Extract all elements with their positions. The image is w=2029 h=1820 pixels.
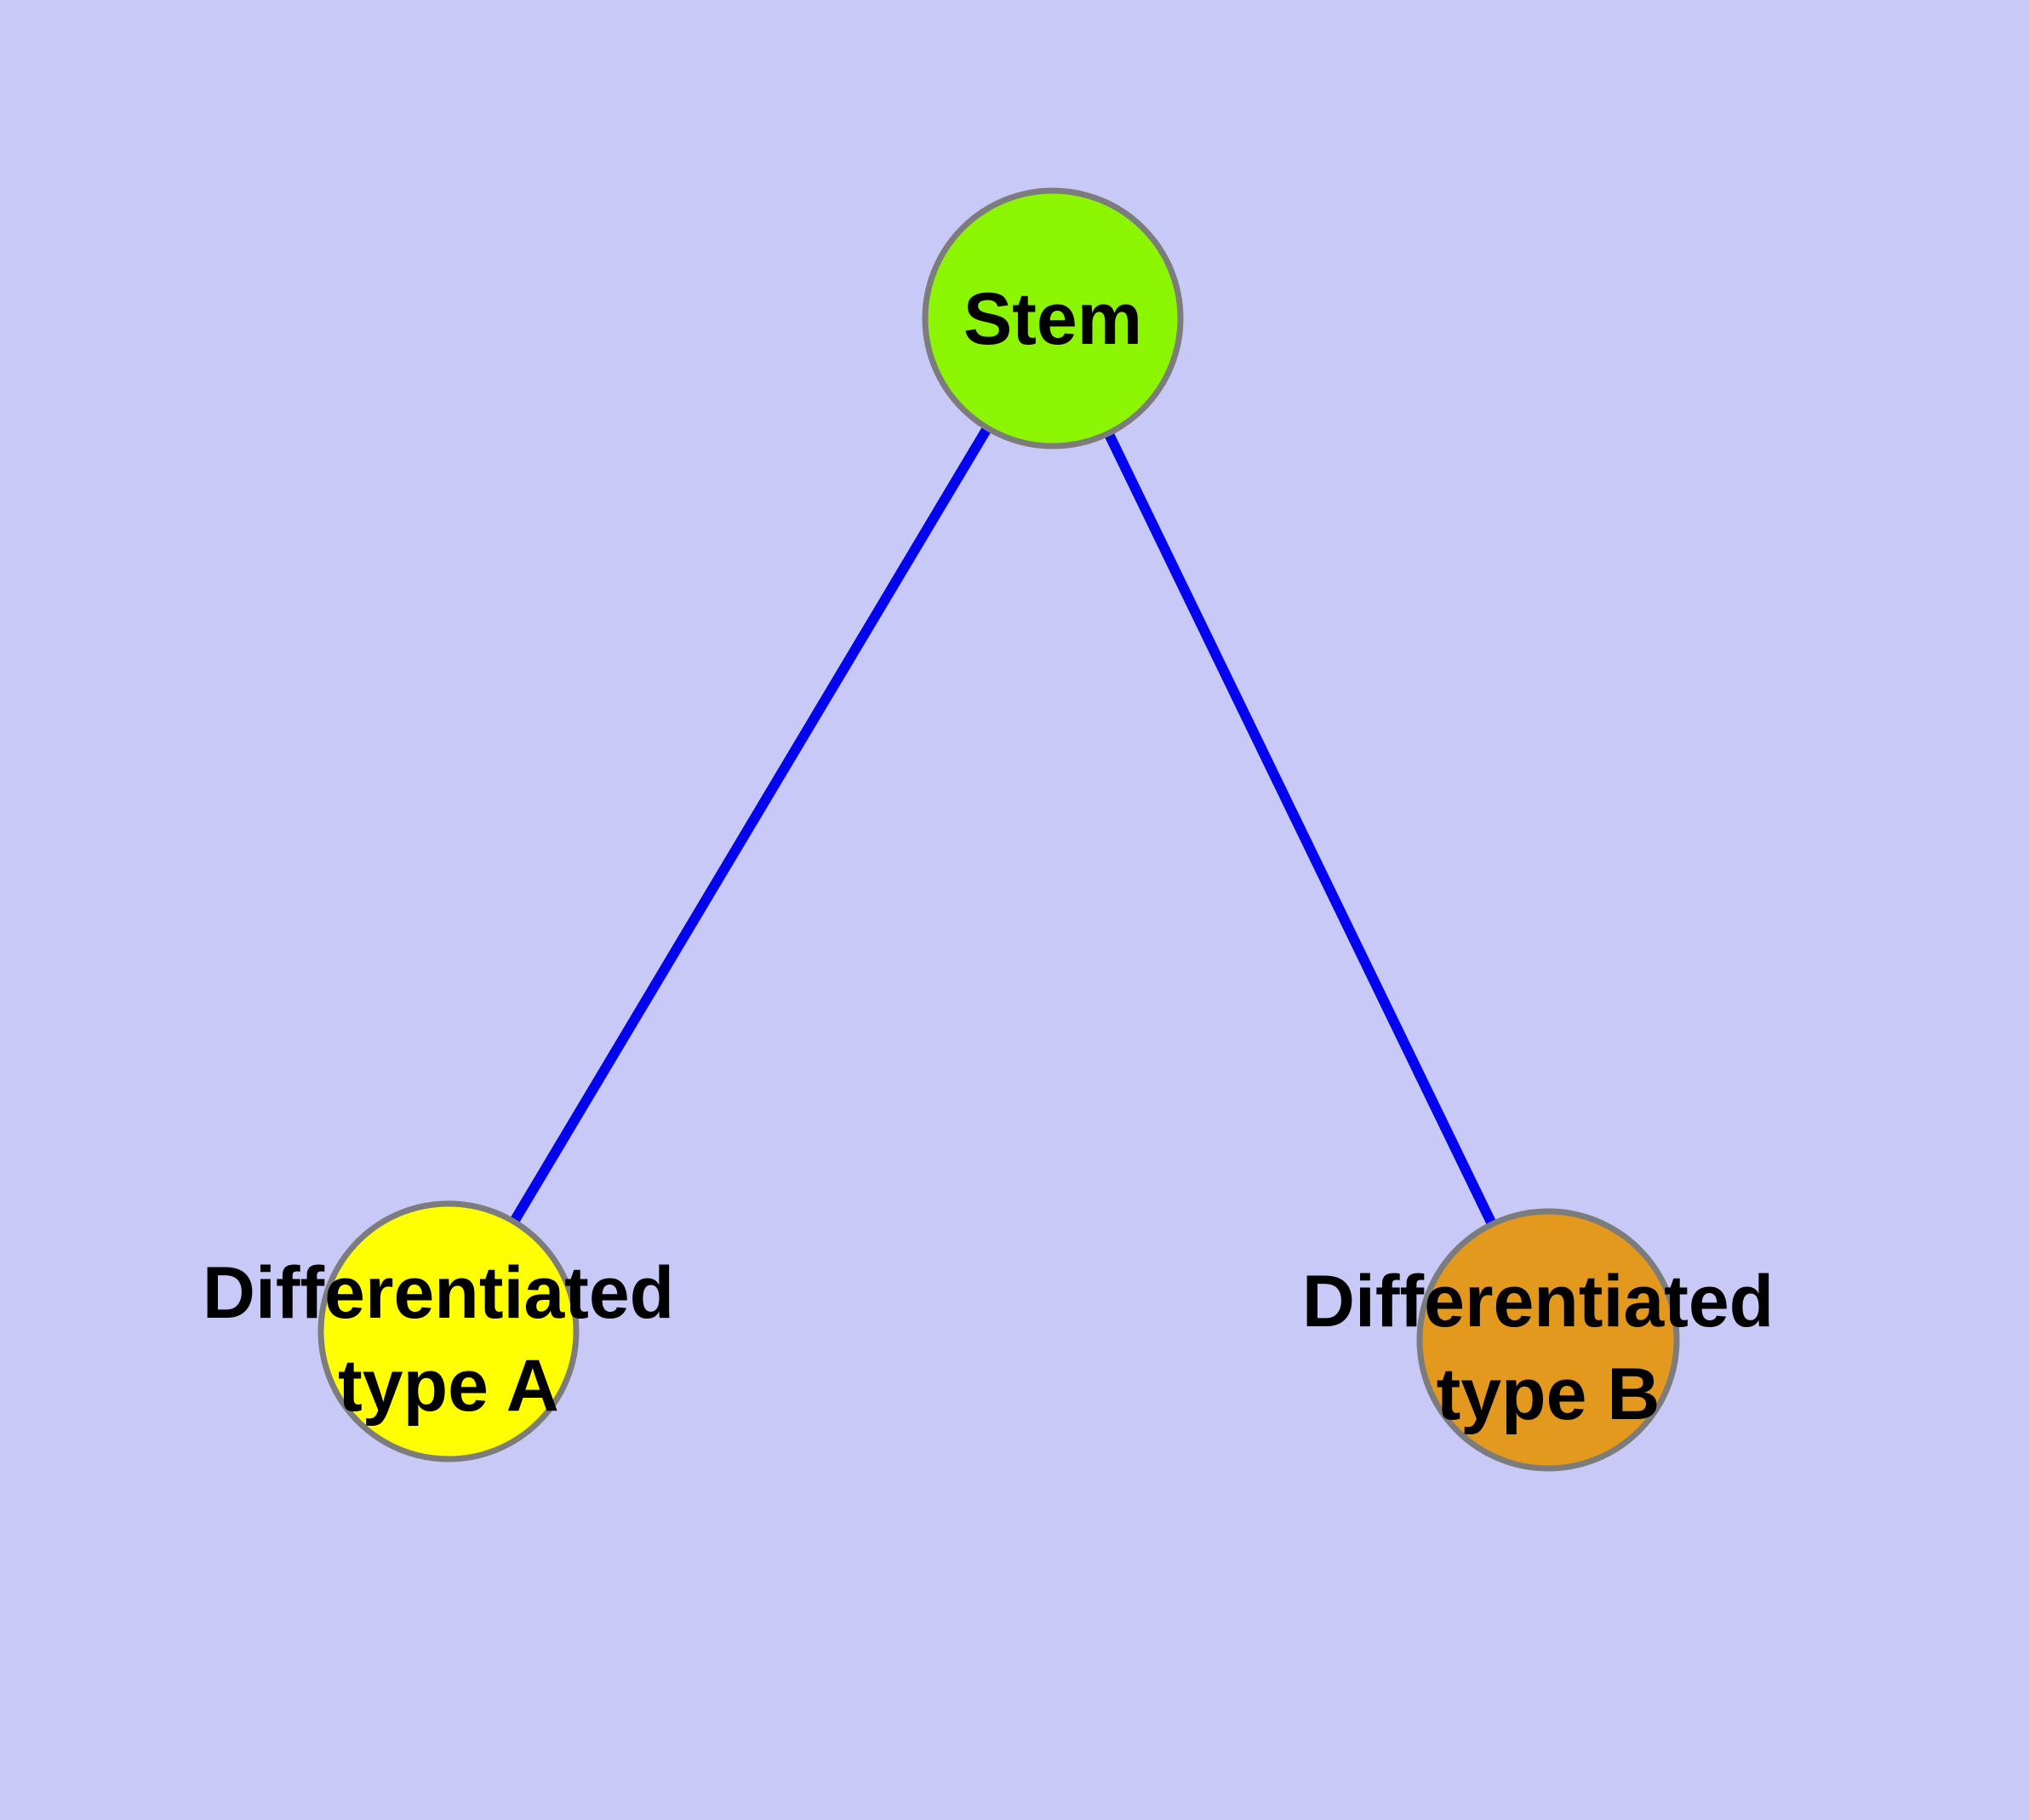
node-stem[interactable] (922, 187, 1184, 449)
node-differentiated-type-a[interactable] (317, 1200, 580, 1462)
node-stem-label: Stem (963, 278, 1142, 360)
node-type-a-label: Differentiated type A (203, 1252, 694, 1427)
edge-stem-to-type-b (1048, 316, 1553, 1342)
node-type-a-label-line1: Differentiated (203, 1252, 674, 1334)
node-type-b-label-line1: Differentiated (1302, 1261, 1774, 1342)
node-differentiated-type-b[interactable] (1416, 1208, 1680, 1472)
edge-stem-to-type-a (443, 315, 1058, 1335)
node-type-b-label: Differentiated type B (1302, 1261, 1794, 1435)
node-type-b-label-line2: type B (1437, 1354, 1660, 1435)
node-type-a-label-line2: type A (338, 1345, 559, 1427)
